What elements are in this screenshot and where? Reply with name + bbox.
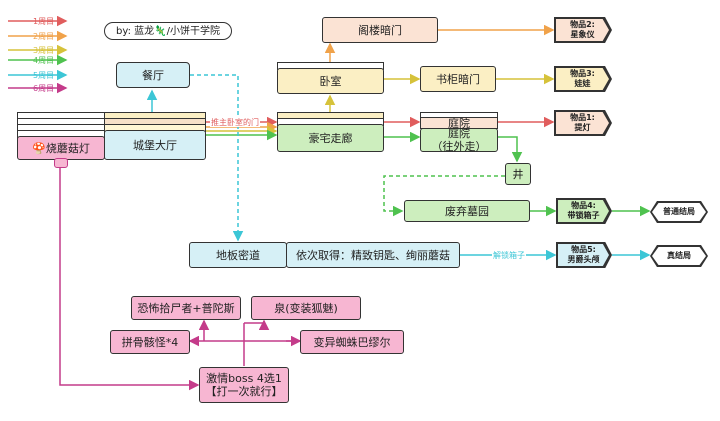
bedroom-node: 卧室 [277,68,384,94]
legend-label: 3周目 [33,46,55,55]
item-5-label: 物品5: 男爵头颅 [558,244,609,266]
item-2-label: 物品2: 星象仪 [556,19,609,41]
mushroom-lamp-node: 🍄烧蘑菇灯 [17,136,105,160]
legend-label: 2周目 [33,32,55,41]
mutant-spider-node: 变异蜘蛛巴缪尔 [300,330,404,354]
dining-hall-node: 餐厅 [116,62,190,88]
item-4-label: 物品4: 带锁箱子 [558,200,609,222]
legend-label: 1周目 [33,17,55,26]
stack-layer [277,62,384,70]
stack-layer [104,124,206,132]
castle-hall-node: 城堡大厅 [104,130,206,160]
spring-node: 泉(变装狐魅) [251,296,361,320]
floor-passage-node: 地板密道 [189,242,287,268]
well-node: 井 [505,163,531,185]
edge-label-unlock-box: 解锁箱子 [492,251,526,260]
stack-layer [277,118,384,126]
obtain-in-order-node: 依次取得：精致钥匙、绚丽蘑菇 [286,242,460,268]
attic-door-node: 阁楼暗门 [322,17,438,43]
courtyard-node: 庭院 [420,117,498,130]
bone-assembler-node: 拼骨骸怪*4 [110,330,190,354]
courtyard-outside-node: 庭院 （往外走） [420,127,498,153]
lamp-connector-icon [54,158,68,168]
edge-label-push-door: 推主卧室的门 [210,118,260,127]
legend-label: 6周目 [33,84,55,93]
legend-label: 4周目 [33,56,55,65]
legend-label: 5周目 [33,71,55,80]
mansion-corridor-node: 豪宅走廊 [277,124,384,152]
bookcase-door-node: 书柜暗门 [420,66,496,92]
credit-badge: by: 蓝龙🦎/小饼干学院 [104,22,232,40]
stack-layer [104,112,206,120]
stack-layer [420,112,498,119]
true-ending-label: 真结局 [652,247,706,265]
horror-scavenger-node: 恐怖拾尸者+普陀斯 [131,296,241,320]
boss-choice-node: 激情boss 4选1 【打一次就行】 [199,367,289,403]
legend-arrows [8,15,68,94]
item-3-label: 物品3: 娃娃 [556,68,609,90]
abandoned-cemetery-node: 废弃墓园 [404,200,530,222]
normal-ending-label: 普通结局 [652,203,706,221]
item-1-label: 物品1: 提灯 [556,112,609,134]
stack-layer [104,118,206,126]
stack-layer [277,112,384,120]
